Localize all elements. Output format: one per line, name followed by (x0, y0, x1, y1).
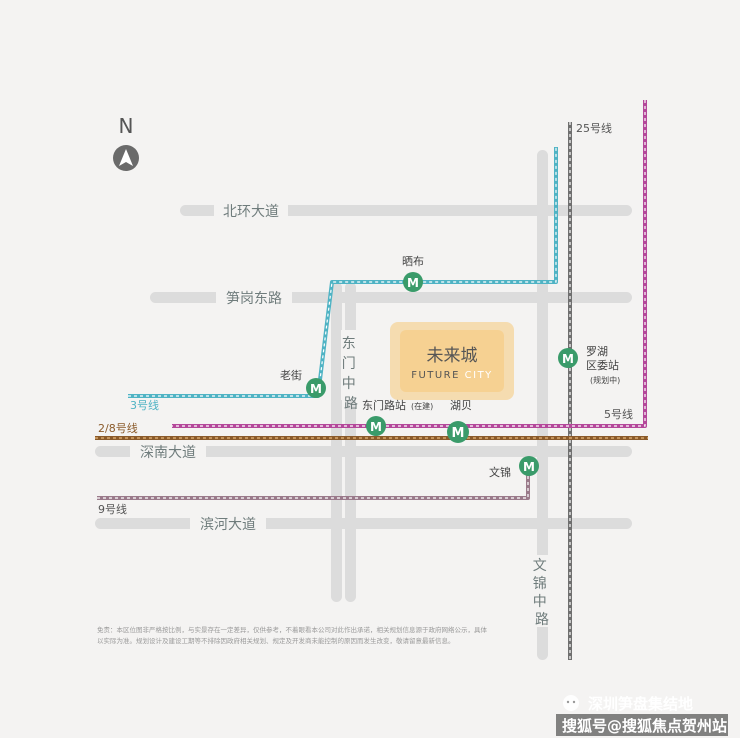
road-sungang-connector (331, 282, 342, 602)
svg-text:(在建): (在建) (411, 401, 433, 411)
svg-text:文锦: 文锦 (489, 465, 511, 479)
metro-icon (306, 378, 326, 398)
road-label-binhe: 滨河大道 (200, 517, 256, 533)
project-future-city: 未来城 FUTURE CITY (390, 322, 514, 400)
road-wenjin (537, 150, 548, 660)
compass-label: N (119, 114, 134, 138)
line-label-3: 3号线 (130, 398, 159, 412)
svg-text:老街: 老街 (280, 368, 302, 382)
road-binhe (95, 518, 632, 529)
svg-text:M: M (370, 420, 382, 434)
road-label-shennan: 深南大道 (140, 445, 196, 461)
compass: N (113, 114, 139, 171)
watermark-sohu: 搜狐号@搜狐焦点贺州站 (562, 717, 727, 735)
station-laojie: M 老街 (280, 368, 326, 398)
metro-line-9 (97, 470, 530, 500)
station-wenjin: M 文锦 (489, 456, 539, 479)
road-label-wenjin: 文 锦 中 路 (533, 558, 551, 628)
line-label-5: 5号线 (604, 407, 633, 421)
wechat-icon (563, 695, 579, 711)
station-dongmenlu: M 东门路站 (在建) (362, 398, 433, 436)
watermark: 深圳笋盘集结地 搜狐号@搜狐焦点贺州站 (556, 695, 728, 736)
road-beihuan (180, 205, 632, 216)
station-luohu: M 罗湖 区委站 (规划中) (558, 345, 620, 385)
metro-icon (403, 272, 423, 292)
metro-icon (447, 421, 469, 443)
svg-text:晒布: 晒布 (402, 255, 424, 268)
metro-line-3 (128, 147, 558, 398)
svg-text:M: M (523, 460, 535, 474)
road-label-beihuan: 北环大道 (223, 204, 279, 220)
svg-text:M: M (562, 352, 574, 366)
road-label-dongmen: 东 门 中 路 (342, 336, 360, 412)
svg-text:M: M (407, 276, 419, 290)
disclaimer-line-2: 以实际为准。规划设计及建设工期等不排除因政府相关规划、规定及开发商未能控制的原因… (97, 636, 455, 645)
line-label-2-8: 2/8号线 (98, 421, 138, 435)
station-hubei: M 湖贝 (447, 399, 472, 443)
project-name-en: FUTURE CITY (411, 370, 493, 381)
road-label-sungang: 笋岗东路 (226, 290, 282, 307)
metro-icon (558, 348, 578, 368)
watermark-wechat: 深圳笋盘集结地 (588, 695, 693, 713)
svg-text:M: M (452, 426, 465, 441)
svg-text:(规划中): (规划中) (590, 375, 620, 385)
project-name-cn: 未来城 (427, 346, 478, 366)
svg-text:东门路站: 东门路站 (362, 398, 406, 412)
metro-line-5 (172, 100, 647, 428)
line-label-25: 25号线 (576, 121, 612, 135)
station-luohu-name: 罗湖 区委站 (586, 345, 619, 372)
road-shennan (95, 446, 632, 457)
line-label-9: 9号线 (98, 502, 127, 516)
station-shaibu: M 晒布 (402, 255, 424, 292)
disclaimer-line-1: 免责：本区位图非严格按比例，与实景存在一定差异，仅供参考，不着眼看本公司对此作出… (97, 625, 488, 634)
svg-text:M: M (310, 382, 322, 396)
metro-icon (366, 416, 386, 436)
svg-text:湖贝: 湖贝 (450, 399, 472, 412)
metro-icon (519, 456, 539, 476)
